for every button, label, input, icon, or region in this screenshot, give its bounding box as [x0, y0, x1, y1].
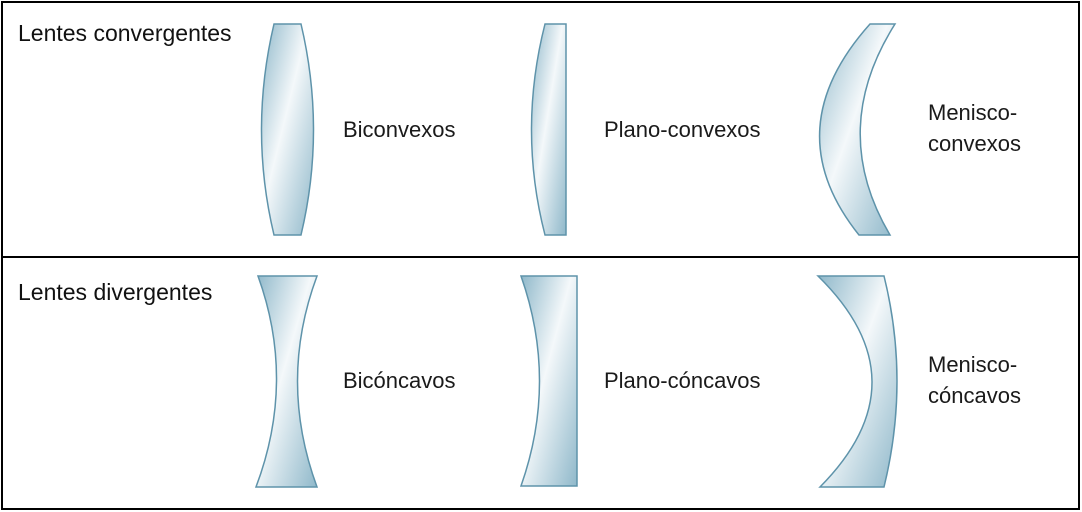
plano-concave-lens	[519, 275, 578, 487]
lens-label-meniscus-concave-line-1: Menisco-	[928, 352, 1017, 377]
lens-label-plano-convex: Plano-convexos	[604, 117, 761, 142]
panel-diverging-lenses: Lentes divergentes Bicóncavos Plano-cónc…	[1, 256, 1080, 510]
lens-label-meniscus-concave: Menisco- cóncavos	[928, 352, 1023, 408]
panel-frame-diverging	[1, 256, 1080, 510]
lens-label-plano-concave-line-1: Plano-cóncavos	[604, 368, 761, 393]
lens-label-meniscus-convex-line-2: convexos	[928, 131, 1021, 156]
lens-label-meniscus-convex: Menisco- convexos	[928, 100, 1023, 156]
lens-label-plano-concave: Plano-cóncavos	[604, 368, 761, 393]
lens-label-biconvex: Biconvexos	[343, 117, 456, 142]
panel-converging-lenses: Lentes convergentes Biconvexos Plano-con…	[1, 1, 1080, 258]
lens-label-biconcave-line-1: Bicóncavos	[343, 368, 456, 393]
lens-label-meniscus-convex-line-1: Menisco-	[928, 100, 1017, 125]
lens-label-plano-convex-line-1: Plano-convexos	[604, 117, 761, 142]
biconcave-lens	[254, 275, 319, 488]
panel-title-converging: Lentes convergentes	[18, 20, 232, 46]
lens-label-biconcave: Bicóncavos	[343, 368, 456, 393]
plano-convex-lens	[530, 23, 567, 236]
lens-label-meniscus-concave-line-2: cóncavos	[928, 383, 1021, 408]
panel-title-diverging: Lentes divergentes	[18, 279, 212, 305]
meniscus-concave-lens	[816, 275, 898, 488]
biconvex-lens	[260, 23, 315, 236]
meniscus-convex-lens	[819, 23, 897, 236]
lens-label-biconvex-line-1: Biconvexos	[343, 117, 456, 142]
